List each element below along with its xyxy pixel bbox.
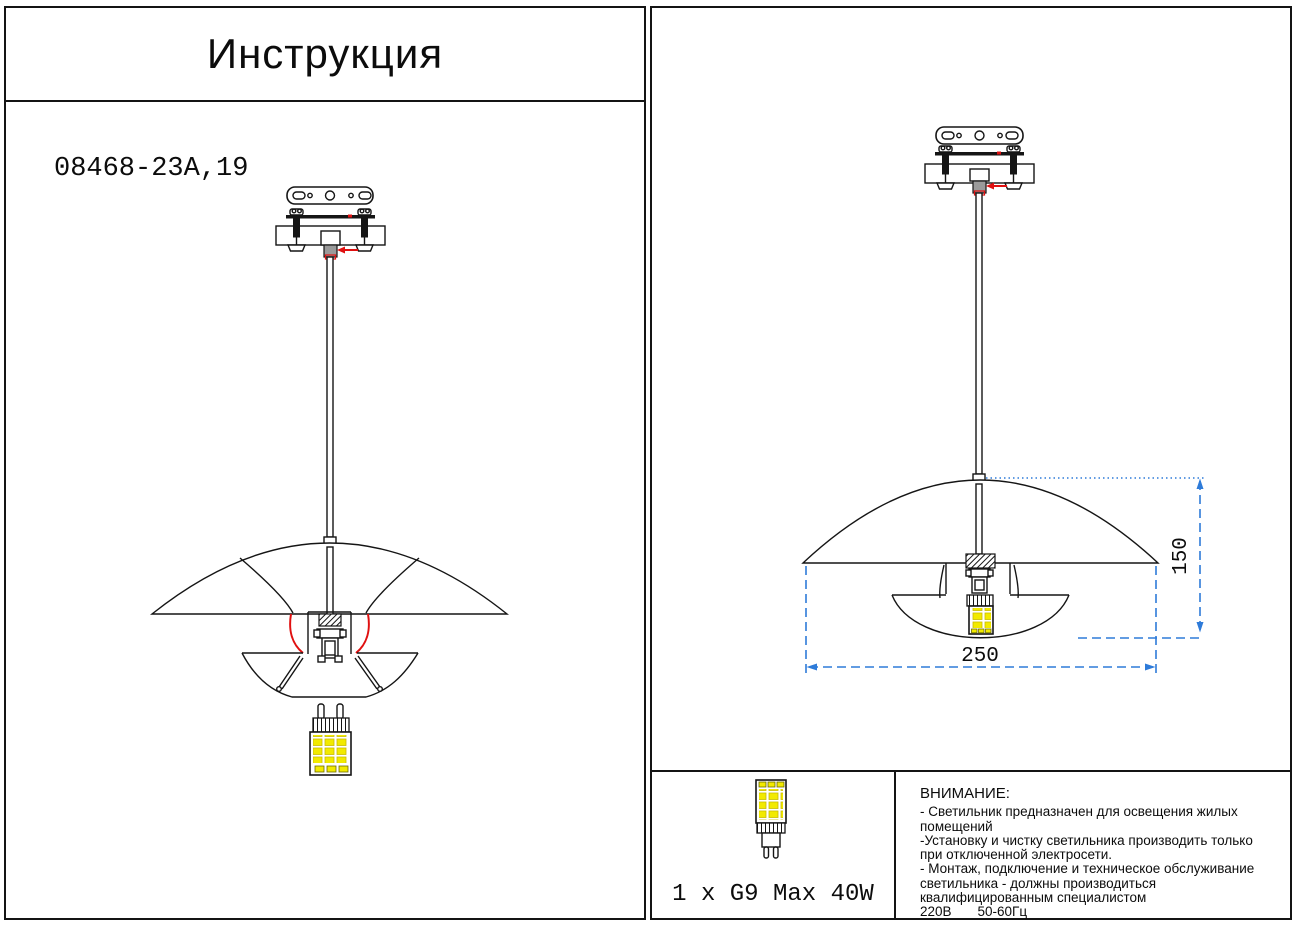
title-box: Инструкция xyxy=(6,8,644,102)
warning-box: ВНИМАНИЕ: - Светильник предназначен для … xyxy=(896,772,1290,919)
power-rating: 220В 50-60Гц xyxy=(920,905,1280,919)
right-panel: 1 x G9 Max 40W ВНИМАНИЕ: - Светильник пр… xyxy=(650,6,1292,920)
warning-line: - Светильник предназначен для освещения … xyxy=(920,804,1238,820)
warning-line: помещений xyxy=(920,818,993,834)
voltage-value: 220В xyxy=(920,904,952,920)
warning-line: квалифицированным специалистом xyxy=(920,890,1147,906)
warning-line: светильника - должны производиться xyxy=(920,875,1157,891)
frequency-value: 50-60Гц xyxy=(977,904,1028,920)
model-number: 08468-23A,19 xyxy=(54,154,249,184)
warning-line: -Установку и чистку светильника производ… xyxy=(920,832,1253,848)
lamp-spec-cell: 1 x G9 Max 40W xyxy=(652,772,896,918)
lamp-spec-text: 1 x G9 Max 40W xyxy=(672,881,874,908)
bottom-row: 1 x G9 Max 40W ВНИМАНИЕ: - Светильник пр… xyxy=(652,770,1290,919)
page-title: Инструкция xyxy=(206,30,444,77)
warning-heading: ВНИМАНИЕ: xyxy=(920,785,1010,802)
warning-line: - Монтаж, подключение и техническое обсл… xyxy=(920,861,1255,877)
left-panel: Инструкция 08468-23A,19 xyxy=(4,6,646,920)
warning-line: при отключенной электросети. xyxy=(920,847,1113,863)
